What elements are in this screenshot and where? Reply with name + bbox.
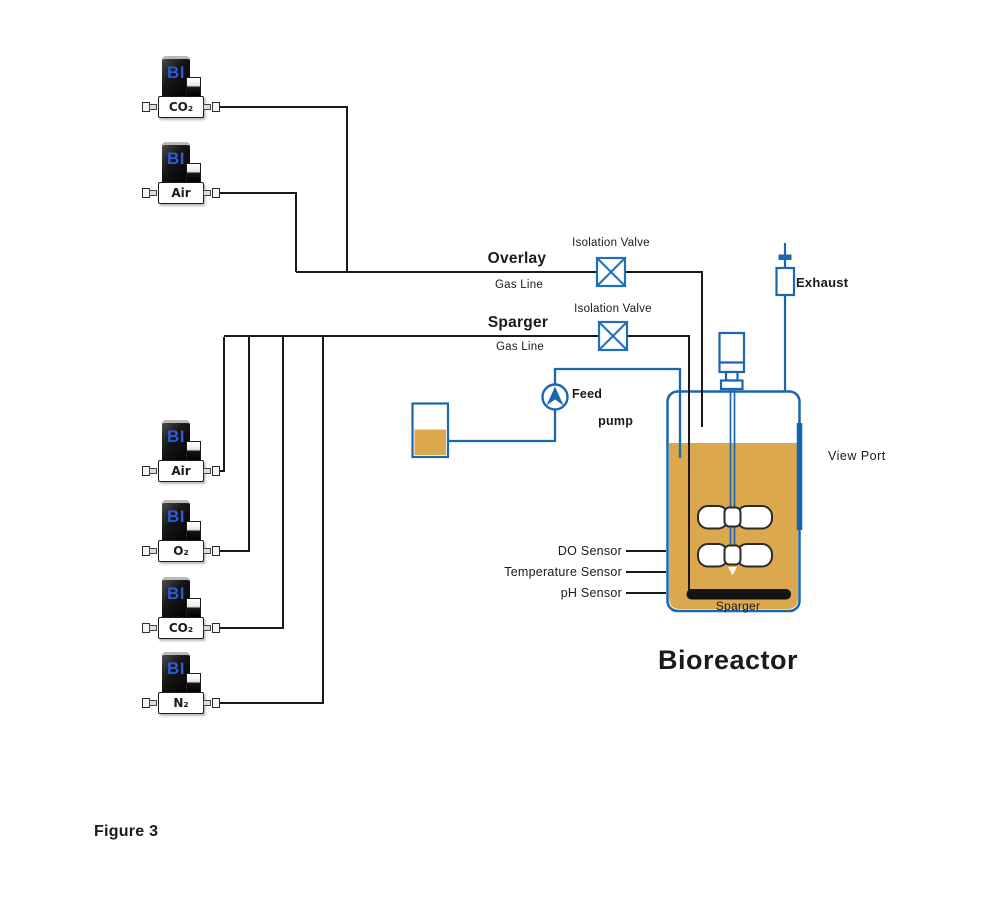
- sparger-line-label: Sparger: [487, 314, 549, 331]
- lower-impeller: [697, 543, 773, 575]
- outlet-stem: [203, 104, 211, 110]
- view-port-label: View Port: [828, 449, 886, 463]
- temperature-sensor-label: Temperature Sensor: [504, 565, 622, 579]
- ph-sensor-label: pH Sensor: [560, 586, 622, 600]
- feed-piping: [448, 367, 682, 458]
- bioreactor-vessel: [666, 389, 803, 613]
- feed-container: [411, 402, 450, 459]
- overlay-dip-tube: [625, 271, 703, 427]
- co2-sparger-pipe: [220, 337, 284, 629]
- outlet-fitting-icon: [212, 623, 220, 633]
- outlet-stem: [203, 190, 211, 196]
- inlet-stem: [149, 548, 157, 554]
- mfc-display-module: [186, 598, 201, 618]
- outlet-stem: [203, 625, 211, 631]
- outlet-fitting-icon: [212, 698, 220, 708]
- mfc-brand-logo: BI: [167, 659, 185, 678]
- outlet-fitting-icon: [212, 188, 220, 198]
- mfc-display-module: [186, 521, 201, 541]
- outlet-fitting-icon: [212, 546, 220, 556]
- mfc-display-module: [186, 673, 201, 693]
- mfc-brand-logo: BI: [167, 63, 185, 82]
- air-sparger-pipe: [220, 337, 225, 472]
- mfc-controller-tower: [162, 56, 190, 98]
- mfc-gas-label: Air: [158, 460, 204, 482]
- exhaust-cap: [778, 254, 792, 260]
- exhaust-filter: [775, 266, 796, 297]
- outlet-stem: [203, 468, 211, 474]
- mfc-gas-label: CO₂: [158, 617, 204, 639]
- diagram-title: Bioreactor: [658, 645, 799, 675]
- do-sensor-label: DO Sensor: [557, 544, 622, 558]
- mfc-display-module: [186, 77, 201, 97]
- inlet-stem: [149, 700, 157, 706]
- outlet-fitting-icon: [212, 102, 220, 112]
- sparger-bar: [686, 589, 791, 600]
- mfc-air-overlay: BI Air: [142, 142, 222, 210]
- feed-discharge-pipe: [553, 367, 682, 458]
- mfc-gas-label: O₂: [158, 540, 204, 562]
- sparger-dip-tube: [626, 335, 690, 590]
- stirrer-motor: [718, 331, 746, 391]
- mfc-controller-tower: [162, 500, 190, 542]
- feed-pump-icon: [541, 383, 569, 411]
- shaft-tip: [728, 567, 737, 575]
- outlet-stem: [203, 700, 211, 706]
- mfc-gas-label: CO₂: [158, 96, 204, 118]
- air-overlay-pipe: [220, 192, 297, 272]
- inlet-stem: [149, 190, 157, 196]
- mfc-controller-tower: [162, 652, 190, 694]
- exhaust-label: Exhaust: [796, 275, 849, 290]
- overlay-gas-line-sublabel: Gas Line: [494, 279, 544, 291]
- pump-arrow-icon: [546, 386, 564, 406]
- mfc-co2-overlay: BI CO₂: [142, 56, 222, 124]
- feed-suction-pipe: [448, 409, 557, 443]
- inlet-stem: [149, 625, 157, 631]
- feed-pump-label-line1: Feed: [572, 387, 603, 401]
- figure-caption: Figure 3: [94, 823, 159, 840]
- mfc-gas-label: Air: [158, 182, 204, 204]
- co2-overlay-pipe: [220, 106, 348, 271]
- overlay-isolation-valve: [595, 256, 627, 288]
- mfc-controller-tower: [162, 577, 190, 619]
- mfc-o2-sparger: BI O₂: [142, 500, 222, 568]
- feed-container-liquid: [414, 429, 446, 455]
- mfc-gas-label: N₂: [158, 692, 204, 714]
- exhaust-assembly: [775, 243, 796, 391]
- inlet-stem: [149, 468, 157, 474]
- o2-sparger-pipe: [220, 337, 250, 552]
- overlay-line-label: Overlay: [487, 250, 547, 267]
- mfc-brand-logo: BI: [167, 507, 185, 526]
- feed-pump-label-line2: pump: [598, 414, 634, 428]
- sparger-isolation-valve-label: Isolation Valve: [574, 303, 652, 315]
- outlet-stem: [203, 548, 211, 554]
- outlet-fitting-icon: [212, 466, 220, 476]
- sparger-internal-label: Sparger: [715, 599, 761, 613]
- mfc-display-module: [186, 163, 201, 183]
- mfc-brand-logo: BI: [167, 427, 185, 446]
- sparger-gas-line-sublabel: Gas Line: [495, 341, 545, 353]
- mfc-n2-sparger: BI N₂: [142, 652, 222, 720]
- upper-impeller: [697, 505, 773, 530]
- n2-sparger-pipe: [220, 337, 324, 704]
- inlet-stem: [149, 104, 157, 110]
- overlay-isolation-valve-label: Isolation Valve: [572, 237, 650, 249]
- mfc-air-sparger: BI Air: [142, 420, 222, 488]
- feed-pump-label: Feed pump: [572, 387, 634, 429]
- mfc-controller-tower: [162, 142, 190, 184]
- gas-piping: [220, 106, 703, 704]
- mfc-brand-logo: BI: [167, 584, 185, 603]
- sparger-isolation-valve: [597, 320, 629, 352]
- mfc-brand-logo: BI: [167, 149, 185, 168]
- mfc-co2-sparger: BI CO₂: [142, 577, 222, 645]
- mfc-display-module: [186, 441, 201, 461]
- mfc-controller-tower: [162, 420, 190, 462]
